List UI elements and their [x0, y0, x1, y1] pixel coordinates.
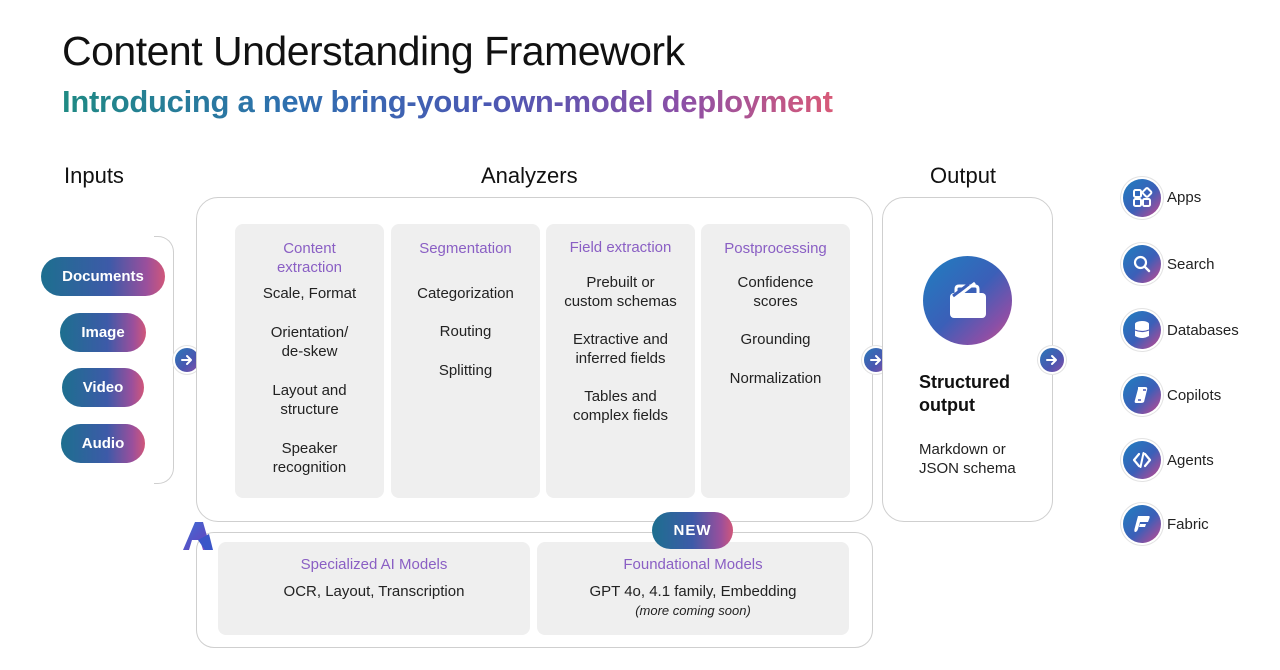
apps-icon — [1123, 179, 1161, 217]
model-card-title: Specialized AI Models — [300, 556, 448, 573]
agents-icon — [1123, 441, 1161, 479]
briefcase-icon — [923, 256, 1012, 345]
model-card-text: GPT 4o, 4.1 family, Embedding — [589, 583, 797, 600]
page-title: Content Understanding Framework — [62, 28, 685, 74]
column-item: scores — [753, 293, 798, 310]
destination-label: Apps — [1167, 189, 1202, 206]
column-item: de-skew — [281, 343, 338, 360]
column-item: Prebuilt or — [586, 274, 655, 291]
destination-label: Copilots — [1167, 387, 1222, 404]
column-item: Layout and — [272, 382, 347, 399]
column-item: Confidence — [737, 274, 814, 291]
column-item: complex fields — [572, 407, 669, 424]
output-description-line: JSON schema — [919, 460, 1016, 477]
column-item: inferred fields — [575, 350, 666, 367]
analyzers-heading: Analyzers — [481, 163, 578, 188]
azure-logo-icon — [181, 520, 215, 554]
input-video: Video — [62, 368, 144, 407]
inputs-heading: Inputs — [64, 163, 124, 188]
column-title: Segmentation — [419, 240, 512, 257]
column-item: custom schemas — [564, 293, 677, 310]
column-item: Scale, Format — [262, 285, 357, 302]
model-card-title: Foundational Models — [623, 556, 763, 573]
column-item: Splitting — [438, 362, 493, 379]
new-badge: NEW — [652, 512, 733, 549]
column-item: Tables and — [584, 388, 657, 405]
destination-label: Databases — [1167, 322, 1239, 339]
analyzer-postprocessing: Postprocessing Confidence scores Groundi… — [701, 224, 850, 498]
structured-output-line: Structured — [919, 372, 1011, 392]
input-audio: Audio — [61, 424, 145, 463]
copilot-icon — [1123, 376, 1161, 414]
structured-output-title: Structured output — [919, 371, 1010, 417]
column-item: Routing — [439, 323, 492, 340]
output-panel — [882, 197, 1053, 522]
arrow-right-icon — [175, 348, 199, 372]
arrow-right-icon — [1040, 348, 1064, 372]
output-description-line: Markdown or — [919, 441, 1006, 458]
destination-label: Fabric — [1167, 516, 1209, 533]
analyzer-content-extraction: Content extraction Scale, Format Orienta… — [235, 224, 384, 498]
analyzer-field-extraction: Field extraction Prebuilt or custom sche… — [546, 224, 695, 498]
destination-label: Search — [1167, 256, 1215, 273]
search-icon — [1123, 245, 1161, 283]
column-title: Content — [283, 240, 336, 257]
column-item: Categorization — [417, 285, 514, 302]
column-item: structure — [280, 401, 339, 418]
structured-output-line: output — [919, 395, 975, 415]
analyzer-segmentation: Segmentation Categorization Routing Spli… — [391, 224, 540, 498]
model-card-note: (more coming soon) — [635, 603, 751, 618]
column-title: Field extraction — [569, 239, 672, 256]
column-item: Normalization — [729, 370, 822, 387]
destination-label: Agents — [1167, 452, 1214, 469]
input-documents: Documents — [41, 257, 165, 296]
fabric-icon — [1123, 505, 1161, 543]
model-card-text: OCR, Layout, Transcription — [283, 583, 465, 600]
column-item: Grounding — [740, 331, 811, 348]
input-image: Image — [60, 313, 146, 352]
specialized-models-card: Specialized AI Models OCR, Layout, Trans… — [218, 542, 530, 635]
page-subtitle: Introducing a new bring-your-own-model d… — [62, 84, 833, 119]
column-title: extraction — [276, 259, 343, 276]
foundational-models-card: Foundational Models GPT 4o, 4.1 family, … — [537, 542, 849, 635]
column-item: Speaker — [281, 440, 338, 457]
output-description: Markdown or JSON schema — [919, 440, 1016, 478]
output-heading: Output — [930, 163, 997, 188]
database-icon — [1123, 311, 1161, 349]
column-item: Orientation/ — [270, 324, 349, 341]
column-item: Extractive and — [572, 331, 669, 348]
column-item: recognition — [272, 459, 347, 476]
column-title: Postprocessing — [724, 240, 827, 257]
